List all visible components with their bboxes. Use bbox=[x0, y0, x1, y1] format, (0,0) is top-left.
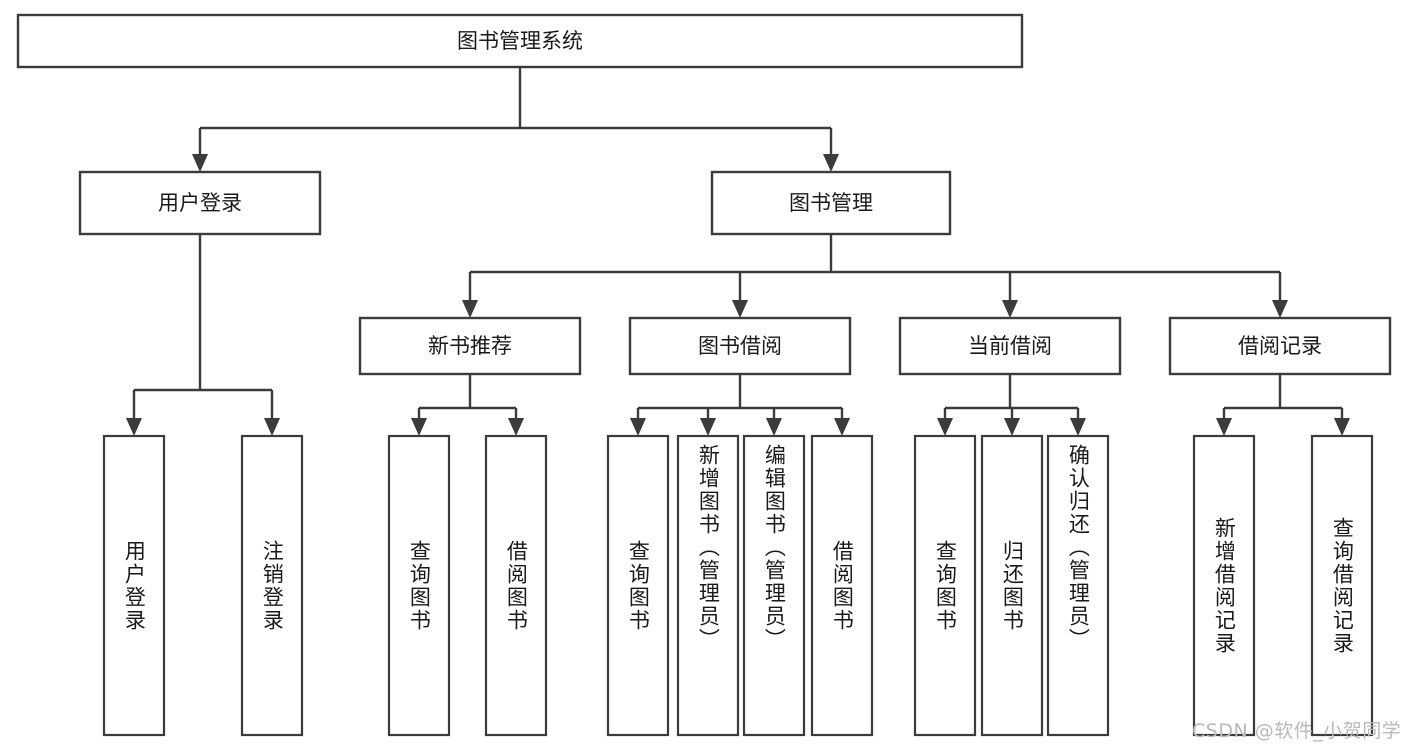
node-root[interactable]: 图书管理系统 bbox=[16, 13, 1024, 69]
node-level3-0-rect[interactable] bbox=[358, 316, 582, 376]
node-leaf-3-rect[interactable] bbox=[484, 434, 548, 737]
node-level3-3-rect[interactable] bbox=[1168, 316, 1392, 376]
conn-l3-1-arrow-1 bbox=[700, 418, 716, 436]
node-leaf-11-rect[interactable] bbox=[1192, 434, 1256, 737]
conn-user-login-arrow-0 bbox=[126, 418, 142, 436]
node-level2-0-label: 用户登录 bbox=[158, 191, 242, 215]
node-leaf-4-rect[interactable] bbox=[606, 434, 670, 737]
conn-book-mgmt-arrow-1 bbox=[732, 300, 748, 318]
node-leaf-8[interactable] bbox=[913, 434, 977, 737]
node-leaf-6-rect[interactable] bbox=[742, 434, 806, 737]
conn-root-arrow-0 bbox=[192, 154, 208, 172]
conn-l3-0-arrow-0 bbox=[411, 418, 427, 436]
conn-l3-2-arrow-2 bbox=[1070, 418, 1086, 436]
connectors-layer bbox=[126, 67, 1350, 436]
node-level3-2[interactable]: 当前借阅 bbox=[898, 316, 1122, 376]
node-level3-2-label: 当前借阅 bbox=[968, 334, 1052, 358]
node-leaf-3[interactable] bbox=[484, 434, 548, 737]
node-leaf-12-rect[interactable] bbox=[1310, 434, 1374, 737]
conn-l3-3-arrow-0 bbox=[1216, 418, 1232, 436]
node-level2-1-rect[interactable] bbox=[710, 170, 952, 236]
node-level3-1-rect[interactable] bbox=[628, 316, 852, 376]
conn-book-mgmt-arrow-0 bbox=[462, 300, 478, 318]
conn-l3-0-arrow-1 bbox=[508, 418, 524, 436]
node-leaf-12[interactable] bbox=[1310, 434, 1374, 737]
conn-book-mgmt-arrow-3 bbox=[1272, 300, 1288, 318]
csdn-watermark: CSDN @软件_小贺同学 bbox=[1192, 720, 1402, 742]
node-leaf-1-rect[interactable] bbox=[240, 434, 304, 737]
conn-l3-3-arrow-1 bbox=[1334, 418, 1350, 436]
node-leaf-5-rect[interactable] bbox=[676, 434, 740, 737]
conn-l3-1-arrow-0 bbox=[630, 418, 646, 436]
node-level3-1-label: 图书借阅 bbox=[698, 334, 782, 358]
node-level3-1[interactable]: 图书借阅 bbox=[628, 316, 852, 376]
conn-root-arrow-1 bbox=[823, 154, 839, 172]
node-level3-3[interactable]: 借阅记录 bbox=[1168, 316, 1392, 376]
conn-l3-2-arrow-0 bbox=[937, 418, 953, 436]
node-level2-1-label: 图书管理 bbox=[789, 191, 873, 215]
node-leaf-2[interactable] bbox=[387, 434, 451, 737]
conn-book-mgmt-arrow-2 bbox=[1002, 300, 1018, 318]
node-level2-0-rect[interactable] bbox=[78, 170, 322, 236]
conn-l3-2-arrow-1 bbox=[1004, 418, 1020, 436]
node-leaf-10-rect[interactable] bbox=[1046, 434, 1110, 737]
node-leaf-6[interactable] bbox=[742, 434, 806, 737]
node-level3-0-label: 新书推荐 bbox=[428, 334, 512, 358]
node-leaf-1[interactable] bbox=[240, 434, 304, 737]
node-leaf-11[interactable] bbox=[1192, 434, 1256, 737]
node-leaf-2-rect[interactable] bbox=[387, 434, 451, 737]
node-leaf-7[interactable] bbox=[810, 434, 874, 737]
node-level3-3-label: 借阅记录 bbox=[1238, 334, 1322, 358]
node-leaf-10[interactable] bbox=[1046, 434, 1110, 737]
node-leaf-5[interactable] bbox=[676, 434, 740, 737]
node-leaf-7-rect[interactable] bbox=[810, 434, 874, 737]
conn-l3-1-arrow-2 bbox=[766, 418, 782, 436]
node-leaf-9-rect[interactable] bbox=[980, 434, 1044, 737]
node-level2-1[interactable]: 图书管理 bbox=[710, 170, 952, 236]
node-leaf-9[interactable] bbox=[980, 434, 1044, 737]
node-level3-2-rect[interactable] bbox=[898, 316, 1122, 376]
node-root-rect[interactable] bbox=[16, 13, 1024, 69]
node-leaf-4[interactable] bbox=[606, 434, 670, 737]
node-root-label: 图书管理系统 bbox=[457, 29, 583, 53]
node-level3-0[interactable]: 新书推荐 bbox=[358, 316, 582, 376]
conn-l3-1-arrow-3 bbox=[834, 418, 850, 436]
node-leaf-0-rect[interactable] bbox=[102, 434, 166, 737]
node-leaf-8-rect[interactable] bbox=[913, 434, 977, 737]
node-leaf-0[interactable] bbox=[102, 434, 166, 737]
node-level2-0[interactable]: 用户登录 bbox=[78, 170, 322, 236]
conn-user-login-arrow-1 bbox=[264, 418, 280, 436]
